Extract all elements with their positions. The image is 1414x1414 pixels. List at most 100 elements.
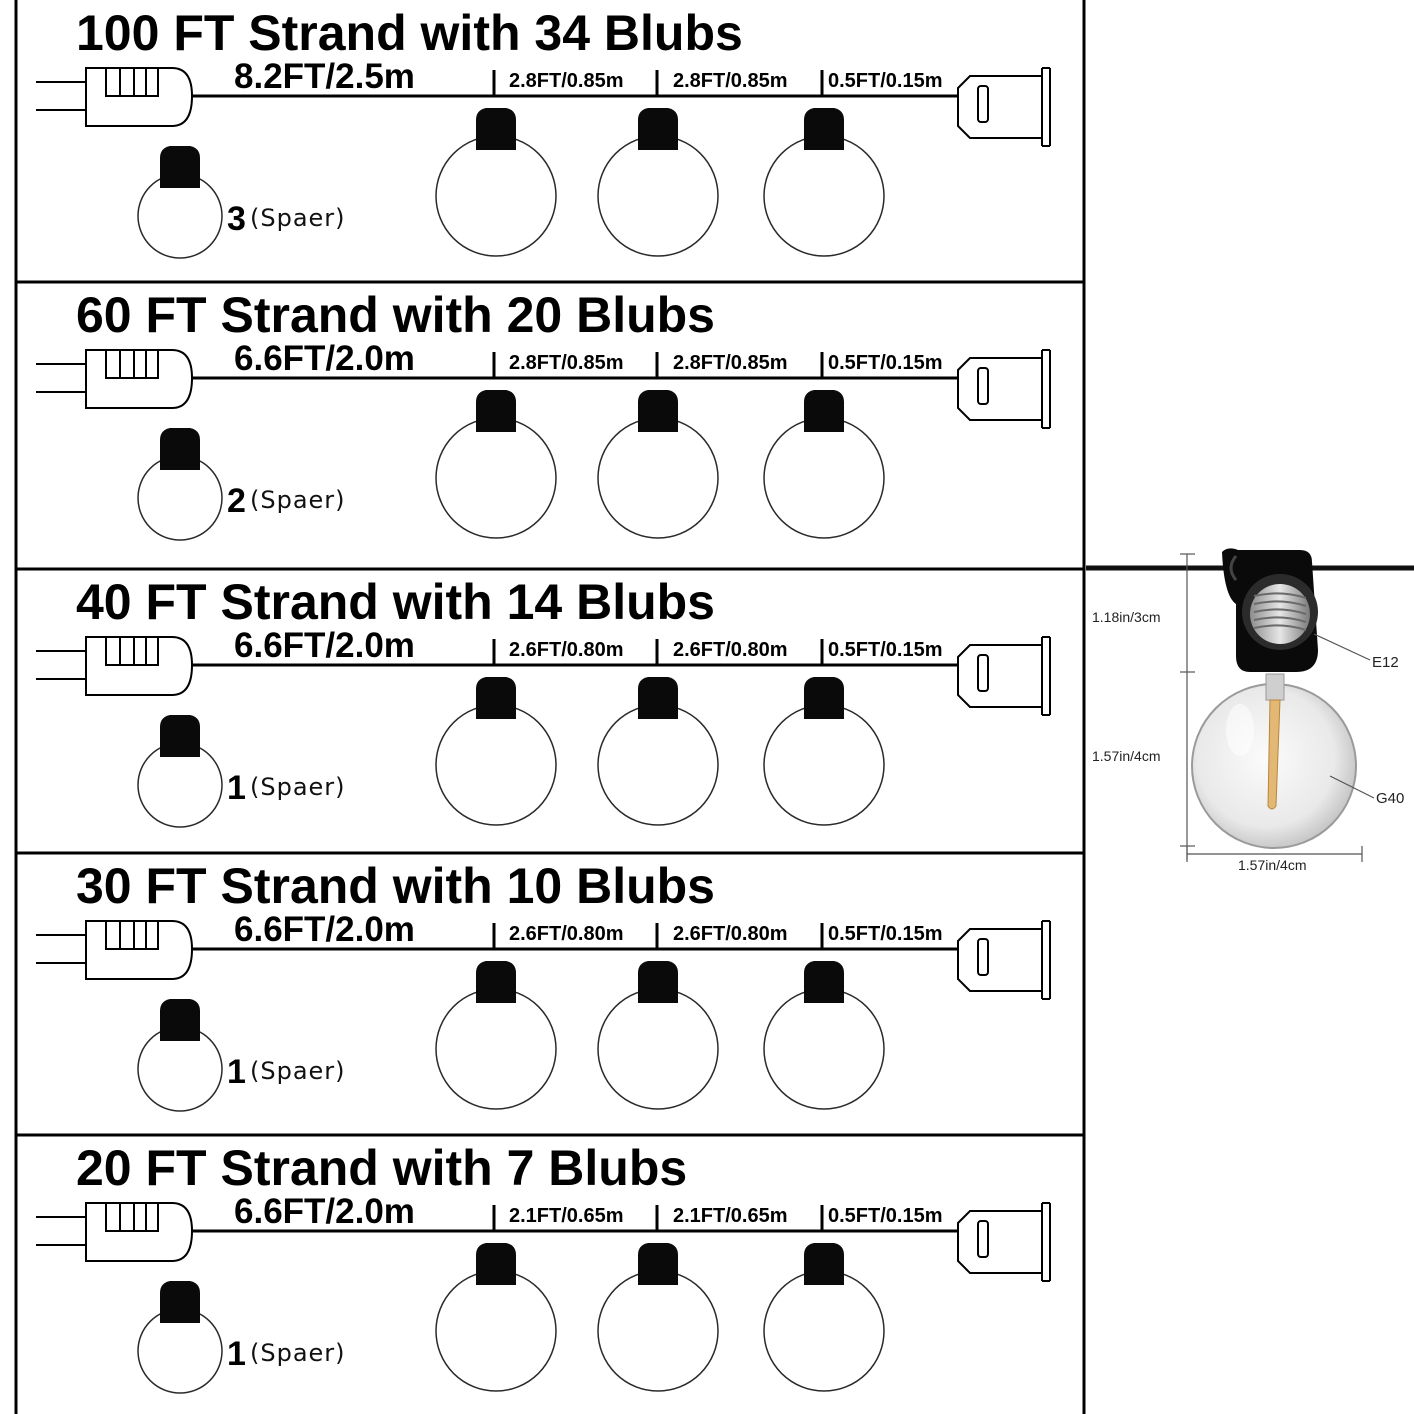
plug-icon	[36, 1202, 194, 1262]
hanging-bulb	[597, 390, 719, 539]
bulb-socket	[638, 108, 678, 150]
bulb-spacing-label: 2.6FT/0.80m	[673, 639, 788, 661]
hanging-bulb	[763, 1243, 885, 1392]
plug-icon	[36, 920, 194, 980]
spare-bulb	[137, 428, 223, 541]
spare-count: 3	[227, 200, 246, 238]
strand-title: 60 FT Strand with 20 Blubs	[76, 287, 715, 343]
bulb-glass	[763, 135, 885, 257]
bulb-socket	[476, 961, 516, 1003]
end-socket-icon	[957, 920, 1051, 1000]
lead-length-label: 6.6FT/2.0m	[234, 1192, 415, 1231]
bulb-socket	[804, 961, 844, 1003]
bulb-socket	[476, 1243, 516, 1285]
hanging-bulb	[435, 390, 557, 539]
end-socket-icon	[957, 636, 1051, 716]
bulb-spacing-label: 2.8FT/0.85m	[509, 70, 624, 92]
bulb-width-label: 1.57in/4cm	[1238, 857, 1306, 873]
spare-count: 1	[227, 1335, 246, 1373]
bulb-socket	[160, 1281, 200, 1323]
bulb-spacing-label: 2.6FT/0.80m	[509, 639, 624, 661]
bulb-socket	[804, 108, 844, 150]
bulb-socket	[160, 715, 200, 757]
end-socket-icon	[957, 67, 1051, 147]
bulb-socket	[476, 390, 516, 432]
spare-count: 1	[227, 1053, 246, 1091]
bulb-height-label: 1.57in/4cm	[1092, 748, 1160, 764]
bulb-glass	[435, 704, 557, 826]
bulb-spacing-label: 2.6FT/0.80m	[509, 923, 624, 945]
spare-count: 1	[227, 769, 246, 807]
lead-length-label: 6.6FT/2.0m	[234, 339, 415, 378]
tail-length-label: 0.5FT/0.15m	[828, 1205, 943, 1227]
lead-length-label: 6.6FT/2.0m	[234, 626, 415, 665]
bulb-glass	[763, 704, 885, 826]
bulb-glass	[597, 1270, 719, 1392]
tail-length-label: 0.5FT/0.15m	[828, 70, 943, 92]
bulb-socket	[804, 1243, 844, 1285]
lead-length-label: 6.6FT/2.0m	[234, 910, 415, 949]
bulb-glass	[435, 1270, 557, 1392]
bulb-socket	[476, 677, 516, 719]
bulb-spacing-label: 2.6FT/0.80m	[673, 923, 788, 945]
strand-title: 40 FT Strand with 14 Blubs	[76, 574, 715, 630]
bulb-spacing-label: 2.1FT/0.65m	[673, 1205, 788, 1227]
bulb-socket	[638, 1243, 678, 1285]
spare-bulb	[137, 715, 223, 828]
bulb-glass	[597, 704, 719, 826]
tail-length-label: 0.5FT/0.15m	[828, 352, 943, 374]
spare-count: 2	[227, 482, 246, 520]
spare-label: (Spaer)	[250, 204, 346, 232]
hanging-bulb	[597, 108, 719, 257]
leader-line	[1329, 775, 1375, 799]
bulb-spacing-label: 2.8FT/0.85m	[673, 70, 788, 92]
tail-length-label: 0.5FT/0.15m	[828, 639, 943, 661]
strand-title: 30 FT Strand with 10 Blubs	[76, 858, 715, 914]
tail-length-label: 0.5FT/0.15m	[828, 923, 943, 945]
bulb-neck	[1265, 673, 1285, 701]
bulb-socket	[804, 390, 844, 432]
bulb-glass	[597, 988, 719, 1110]
base-type-label: E12	[1372, 654, 1399, 671]
bulb-glass	[597, 135, 719, 257]
spare-label: (Spaer)	[250, 773, 346, 801]
plug-icon	[36, 67, 194, 127]
bulb-socket	[160, 428, 200, 470]
glass-highlight	[1226, 704, 1254, 756]
filament	[1267, 699, 1281, 810]
hanging-bulb	[763, 961, 885, 1110]
bulb-type-label: G40	[1376, 790, 1404, 807]
hanging-bulb	[763, 390, 885, 539]
e12-thread-icon	[1242, 574, 1318, 650]
spare-label: (Spaer)	[250, 1339, 346, 1367]
bulb-socket	[804, 677, 844, 719]
bulb-glass	[597, 417, 719, 539]
end-socket-icon	[957, 349, 1051, 429]
spare-label: (Spaer)	[250, 1057, 346, 1085]
bulb-spacing-label: 2.8FT/0.85m	[673, 352, 788, 374]
hanging-bulb	[435, 108, 557, 257]
end-socket-icon	[957, 1202, 1051, 1282]
bulb-glass	[435, 417, 557, 539]
bulb-glass	[763, 1270, 885, 1392]
socket-height-label: 1.18in/3cm	[1092, 609, 1160, 625]
hanging-bulb	[597, 961, 719, 1110]
hanging-bulb	[435, 961, 557, 1110]
hanging-bulb	[597, 677, 719, 826]
strand-title: 20 FT Strand with 7 Blubs	[76, 1140, 687, 1196]
bulb-socket	[160, 146, 200, 188]
bulb-spacing-label: 2.8FT/0.85m	[509, 352, 624, 374]
bulb-socket	[638, 390, 678, 432]
leader-line	[1313, 633, 1371, 661]
bulb-socket	[638, 961, 678, 1003]
bulb-socket	[476, 108, 516, 150]
plug-icon	[36, 636, 194, 696]
bulb-socket	[638, 677, 678, 719]
